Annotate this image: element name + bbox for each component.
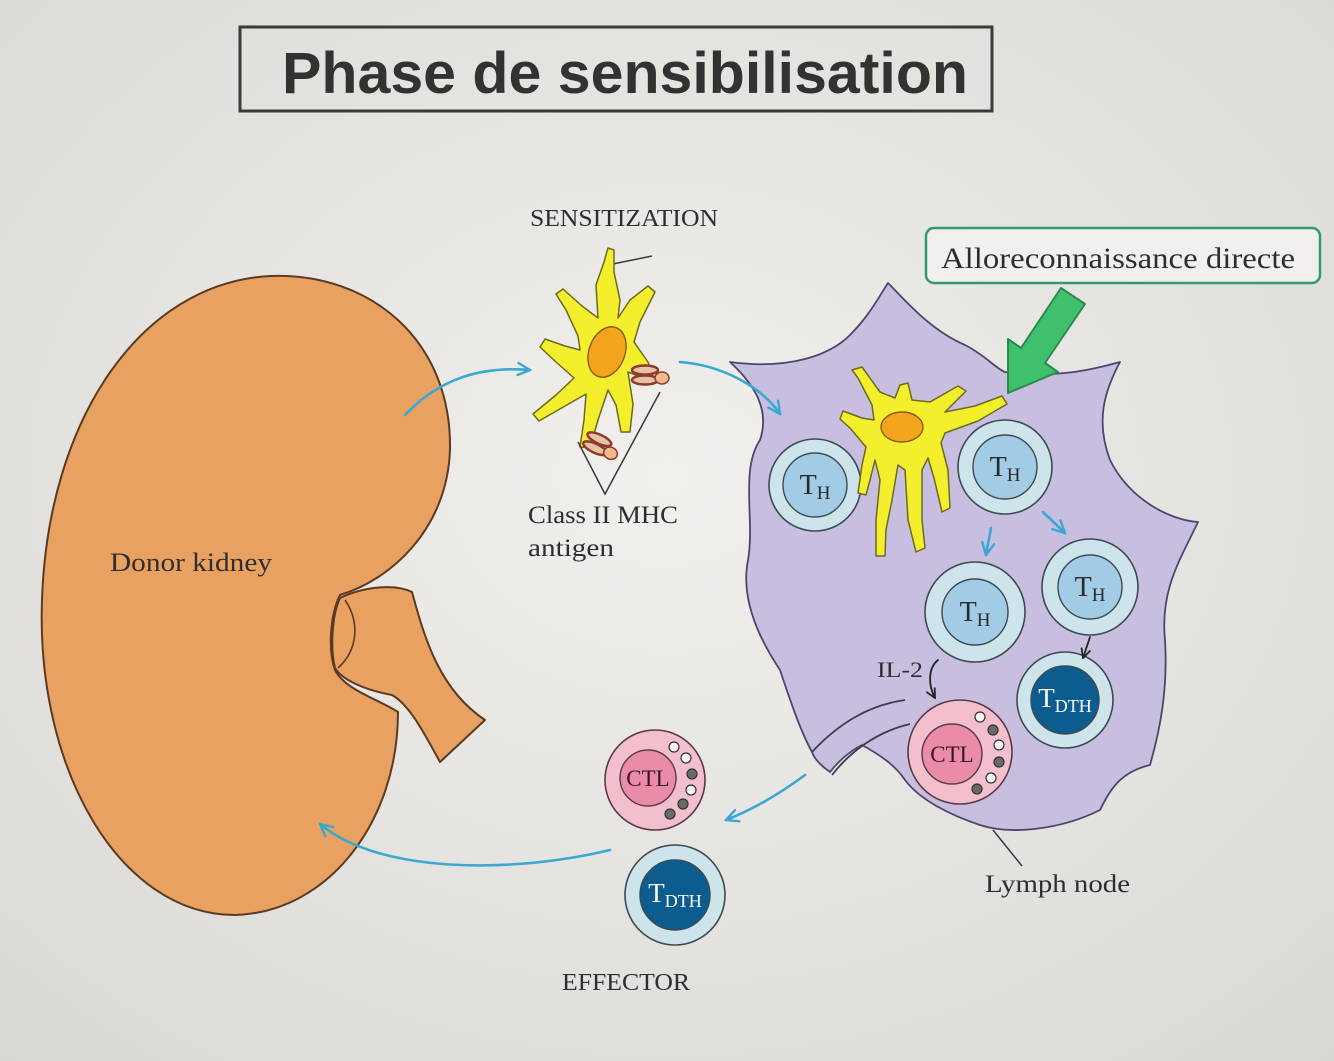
th-cell-label: TH xyxy=(990,452,1021,486)
dendritic-cell-in-lymph-node xyxy=(839,366,1008,557)
dendritic-cell-nucleus xyxy=(880,411,924,443)
th-cell-nucleus xyxy=(1057,554,1123,620)
class-ii-mhc-molecule xyxy=(630,364,670,386)
th-cell: TH xyxy=(924,561,1026,663)
granule xyxy=(677,798,689,810)
arrow-th-to-tdth xyxy=(1083,636,1091,658)
effector-tdth-cell: TDTH xyxy=(624,844,726,946)
tdth-label-main: T xyxy=(1038,683,1055,713)
alloreconnaissance-box: Alloreconnaissance directe xyxy=(924,226,1322,285)
granule xyxy=(685,784,697,796)
th-label-main: T xyxy=(800,470,817,501)
effector-heading: EFFECTOR xyxy=(562,970,690,996)
antigen-label: antigen xyxy=(528,535,615,562)
passenger-leukocyte: Class II MHC antigen xyxy=(528,247,678,562)
ctl-cell-label: CTL xyxy=(626,766,669,791)
th-label-main: T xyxy=(1075,572,1092,603)
sensitization-heading: SENSITIZATION xyxy=(530,206,718,232)
th-label-sub: H xyxy=(1092,585,1106,606)
ctl-cell-label: CTL xyxy=(930,742,973,767)
th-label-sub: H xyxy=(1007,465,1021,486)
tdth-label-main: T xyxy=(648,878,665,908)
hilum-line xyxy=(337,599,356,669)
tdth-cell-nucleus xyxy=(639,859,711,931)
flow-arrow-th-proliferation xyxy=(986,526,991,555)
arrow-il2-to-ctl xyxy=(930,659,939,698)
th-cell-label: TH xyxy=(960,597,991,631)
th-cell-label: TH xyxy=(800,470,831,504)
lymph-node-pointer xyxy=(992,829,1023,867)
dendritic-cell-body xyxy=(839,366,1008,557)
granule xyxy=(686,768,698,780)
th-label-main: T xyxy=(960,597,977,628)
passenger-leukocyte-pointer xyxy=(612,255,653,265)
class-ii-mhc-molecule xyxy=(581,431,619,461)
tdth-cell-label: TDTH xyxy=(648,878,702,911)
tdth-cell-label: TDTH xyxy=(1038,683,1092,716)
alloreconnaissance-label: Alloreconnaissance directe xyxy=(941,242,1295,275)
th-cell-nucleus xyxy=(941,578,1009,646)
granule xyxy=(664,808,676,820)
ctl-cell-nucleus xyxy=(921,723,983,785)
efferent-vessel-lower xyxy=(831,723,911,776)
renal-pelvis-ureter xyxy=(331,586,486,763)
title-frame xyxy=(238,25,994,113)
lymph-node-label: Lymph node xyxy=(985,871,1130,898)
class-ii-mhc-label: Class II MHC xyxy=(528,502,678,529)
granule xyxy=(668,741,680,753)
th-label-sub: H xyxy=(817,483,831,504)
granule xyxy=(974,711,986,723)
alloreconnaissance-frame xyxy=(924,226,1322,285)
tdth-cell: TDTH xyxy=(1016,651,1114,749)
tdth-cell-nucleus xyxy=(1030,665,1100,735)
tdth-label-sub: DTH xyxy=(665,891,702,911)
donor-kidney-label: Donor kidney xyxy=(110,548,272,577)
flow-arrow-node-to-effectors xyxy=(726,773,807,820)
granule xyxy=(680,752,692,764)
granule xyxy=(985,772,997,784)
granule xyxy=(993,739,1005,751)
th-cell-nucleus xyxy=(972,434,1038,500)
flow-arrow-th-proliferation xyxy=(1041,510,1065,533)
mhc-peptide xyxy=(602,446,619,461)
th-cell: TH xyxy=(1041,538,1139,636)
flow-arrow-leukocyte-to-node xyxy=(678,360,780,414)
mhc-peptide xyxy=(654,371,670,385)
granule xyxy=(971,783,983,795)
tdth-label-sub: DTH xyxy=(1055,696,1092,716)
ctl-cell: CTL xyxy=(907,699,1013,805)
granule xyxy=(993,756,1005,768)
th-label-main: T xyxy=(990,452,1007,483)
mhc-chain xyxy=(630,364,660,376)
th-cell-nucleus xyxy=(782,452,848,518)
kidney-body xyxy=(40,274,452,916)
donor-kidney: Donor kidney xyxy=(40,274,486,916)
flow-arrow-effectors-to-kidney xyxy=(320,824,612,867)
flow-arrow-kidney-to-leukocyte xyxy=(403,369,530,417)
efferent-vessel-upper xyxy=(811,699,906,753)
ctl-cell-nucleus xyxy=(619,749,677,807)
mhc-chain xyxy=(630,374,660,386)
th-cell-label: TH xyxy=(1075,572,1106,606)
th-cell: TH xyxy=(768,438,862,532)
green-pointer-arrow xyxy=(1007,287,1086,394)
page-title: Phase de sensibilisation xyxy=(282,41,968,106)
th-cell: TH xyxy=(957,419,1053,515)
effector-ctl-cell: CTL xyxy=(604,729,706,831)
title-box: Phase de sensibilisation xyxy=(238,25,994,113)
th-label-sub: H xyxy=(977,610,991,631)
passenger-leukocyte-nucleus xyxy=(587,326,627,378)
granule xyxy=(987,724,999,736)
mhc-pointer-lines xyxy=(577,391,661,496)
il2-label: IL-2 xyxy=(877,657,923,682)
